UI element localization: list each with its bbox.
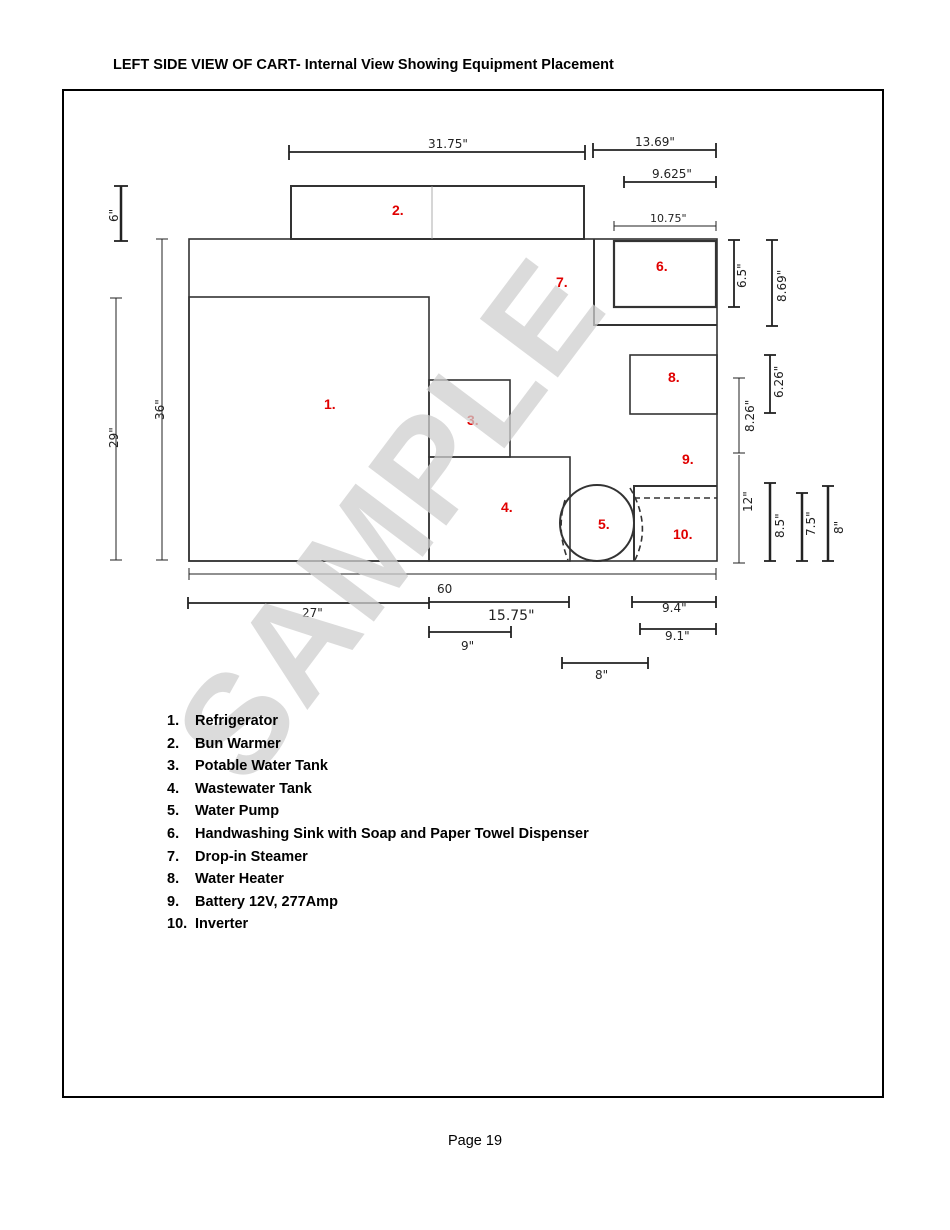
label-potable-water-tank: 3.	[467, 412, 479, 428]
dim-water-tank-length: 9"	[461, 639, 474, 653]
dim-tanks-length: 15.75"	[488, 608, 535, 624]
label-wastewater-tank: 4.	[501, 499, 513, 515]
dim-inverter-length-a: 9.4"	[662, 601, 687, 615]
legend-item: 2.Bun Warmer	[167, 735, 281, 752]
dim-sink-depth: 6.5"	[735, 263, 749, 288]
label-handwashing-sink: 6.	[656, 258, 668, 274]
dim-sink-unit-height: 8.69"	[775, 270, 789, 302]
dim-cart-length: 60	[437, 582, 452, 596]
dim-lower-zone-height: 12"	[741, 491, 755, 512]
label-water-pump: 5.	[598, 516, 610, 532]
label-bun-warmer: 2.	[392, 202, 404, 218]
label-battery: 9.	[682, 451, 694, 467]
sink-box	[612, 239, 718, 309]
legend-item: 7.Drop-in Steamer	[167, 848, 308, 865]
page-title: LEFT SIDE VIEW OF CART- Internal View Sh…	[113, 57, 614, 73]
dim-pump-length: 8"	[595, 668, 608, 682]
dim-inverter-height-c: 8"	[832, 521, 846, 534]
steamer-frame	[593, 239, 717, 326]
wastewater-tank-box	[428, 456, 571, 562]
legend-item: 9.Battery 12V, 277Amp	[167, 893, 338, 910]
dim-inverter-length-b: 9.1"	[665, 629, 690, 643]
legend-item: 1.Refrigerator	[167, 713, 278, 729]
label-refrigerator: 1.	[324, 396, 336, 412]
dim-inverter-height-b: 7.5"	[804, 511, 818, 536]
water-pump-circle	[559, 484, 635, 562]
label-drop-in-steamer: 7.	[556, 274, 568, 290]
label-inverter: 10.	[673, 526, 692, 542]
legend-item: 4.Wastewater Tank	[167, 780, 312, 797]
inverter-box	[633, 485, 717, 561]
dim-right-section-width: 13.69"	[635, 135, 675, 149]
legend-item: 3.Potable Water Tank	[167, 758, 328, 775]
dim-battery-zone-height: 8.26"	[743, 400, 757, 432]
dim-fridge-height: 29"	[107, 427, 121, 448]
legend-item: 5.Water Pump	[167, 803, 280, 820]
dim-sink-outer-width: 9.625"	[652, 167, 692, 181]
dim-bun-warmer-height: 6"	[107, 209, 121, 222]
legend-item: 6.Handwashing Sink with Soap and Paper T…	[167, 825, 589, 842]
dim-sink-inner-width: 10.75"	[650, 212, 687, 225]
dim-fridge-length: 27"	[302, 606, 323, 620]
label-water-heater: 8.	[668, 369, 680, 385]
dim-bun-warmer-width: 31.75"	[428, 137, 468, 151]
equipment-legend: 1.Refrigerator 2.Bun Warmer 3.Potable Wa…	[167, 710, 589, 936]
drawing-frame	[62, 89, 884, 1098]
page-number: Page 19	[447, 1133, 503, 1149]
dim-inverter-height-a: 8.5"	[773, 513, 787, 538]
dim-water-heater-height: 6.26"	[772, 366, 786, 398]
legend-item: 8.Water Heater	[167, 871, 284, 888]
legend-item: 10.Inverter	[167, 916, 249, 933]
dim-cart-height: 36"	[153, 399, 167, 420]
bun-warmer-box	[290, 185, 585, 240]
water-heater-box	[629, 354, 718, 415]
